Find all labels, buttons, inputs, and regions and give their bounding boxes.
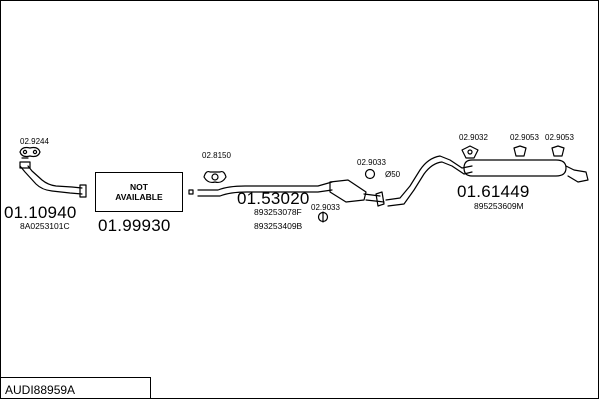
hanger-9053-b-drawing — [551, 145, 565, 157]
diagram-title: AUDI88959A — [5, 383, 76, 397]
clamp-middle-label: 02.9033 — [311, 203, 340, 212]
hanger-9032-label: 02.9032 — [459, 133, 488, 142]
rear-muffler-oe-number: 895253609M — [474, 201, 524, 211]
title-box: AUDI88959A — [0, 377, 151, 399]
hanger-9053-b-label: 02.9053 — [545, 133, 574, 142]
clamp-rear-drawing — [364, 168, 376, 180]
connector-drawing — [188, 189, 194, 195]
middle-pipe-oe-number-1: 893253078F — [254, 207, 302, 217]
gasket-drawing — [19, 146, 41, 158]
hanger-9053-a-label: 02.9053 — [510, 133, 539, 142]
middle-pipe-drawing — [197, 179, 385, 207]
rear-pipe-drawing — [385, 155, 589, 207]
rear-muffler-code: 01.61449 — [457, 182, 530, 201]
clamp-middle-drawing — [317, 211, 329, 223]
front-pipe-code: 01.10940 — [4, 203, 77, 222]
hanger-9032-drawing — [461, 145, 479, 159]
gasket-8150-label: 02.8150 — [202, 151, 231, 160]
not-available-box: NOT AVAILABLE — [95, 172, 183, 212]
gasket-code-label: 02.9244 — [20, 137, 49, 146]
clamp-rear-label: 02.9033 — [357, 158, 386, 167]
middle-pipe-oe-number-2: 893253409B — [254, 221, 303, 231]
front-pipe-drawing — [19, 157, 87, 198]
catalyst-code: 01.99930 — [98, 216, 171, 235]
gasket-8150-drawing — [203, 170, 227, 184]
front-pipe-oe-number: 8A0253101C — [20, 221, 70, 231]
not-available-text: NOT AVAILABLE — [115, 182, 163, 202]
middle-pipe-code: 01.53020 — [237, 189, 310, 208]
hanger-9053-a-drawing — [513, 145, 527, 157]
diameter-annotation: Ø50 — [385, 170, 401, 179]
